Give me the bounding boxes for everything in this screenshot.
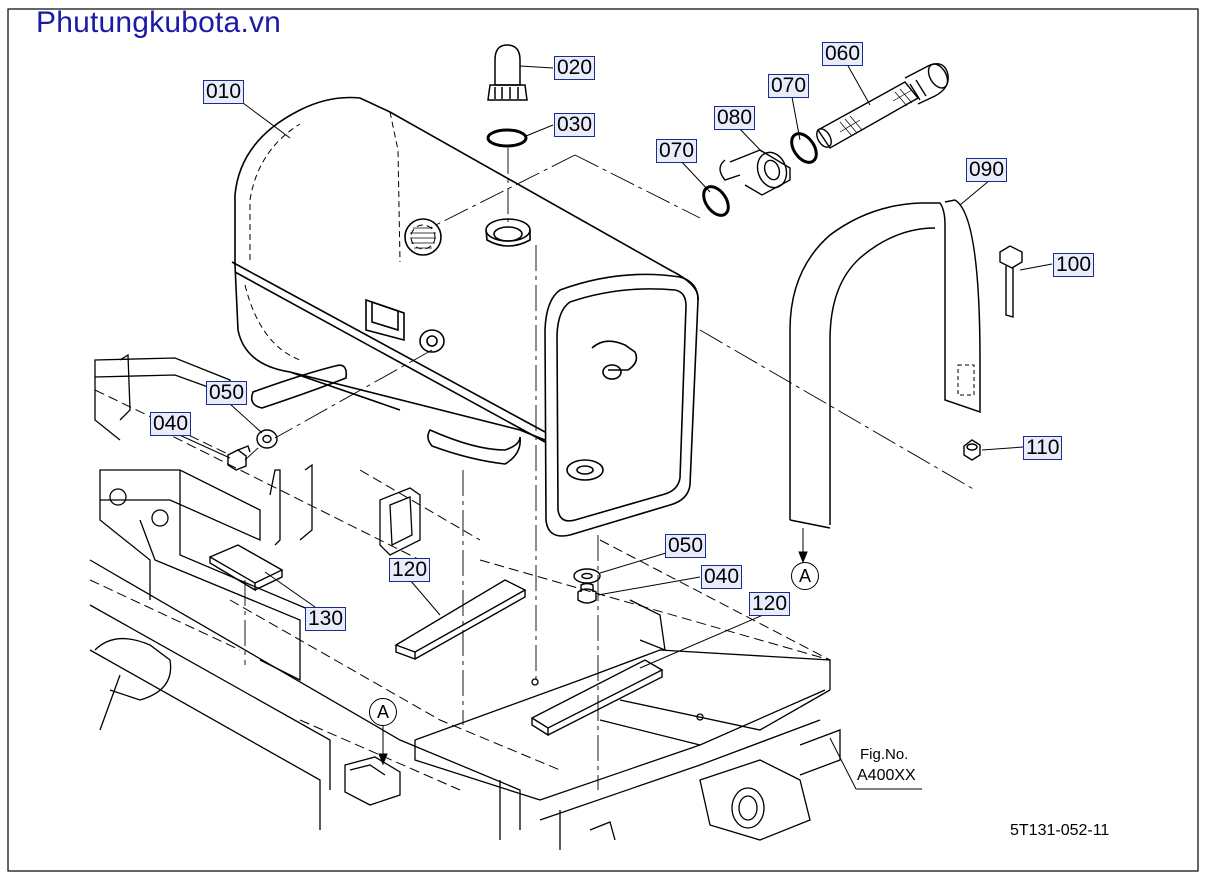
callout-080[interactable]: 080: [714, 106, 756, 130]
tank-strap-090: [789, 199, 981, 529]
callout-130[interactable]: 130: [305, 607, 347, 631]
watermark-brand: Phutungkubota.vn: [36, 6, 282, 39]
callout-120-left[interactable]: 120: [389, 558, 431, 582]
nut-110: [963, 439, 981, 461]
figure-label: Fig.No.: [860, 746, 909, 763]
fuel-tank-010: [231, 96, 699, 537]
reference-marker-a-right: A: [791, 562, 819, 590]
figure-number: A400XX: [857, 767, 916, 784]
callout-060[interactable]: 060: [822, 42, 864, 66]
callout-110[interactable]: 110: [1023, 436, 1063, 460]
callout-070-left[interactable]: 070: [656, 139, 698, 163]
cushion-120-left: [394, 579, 527, 661]
reference-arrows: [378, 528, 808, 766]
callout-040-right[interactable]: 040: [701, 565, 743, 589]
gauge-port-hatch: [410, 227, 436, 249]
bushing-080: [719, 149, 791, 196]
callout-090[interactable]: 090: [966, 158, 1008, 182]
o-ring-030: [486, 128, 528, 148]
frame-dashes: [89, 389, 831, 791]
drain-plug-040-left: [227, 445, 251, 471]
strainer-mesh: [839, 88, 913, 137]
cushion-130: [208, 544, 284, 592]
callout-050-left[interactable]: 050: [206, 381, 248, 405]
o-ring-070-left: [702, 185, 730, 217]
callout-120-right[interactable]: 120: [749, 592, 791, 616]
reference-marker-a-left: A: [369, 698, 397, 726]
callout-050-right[interactable]: 050: [665, 534, 707, 558]
fuel-cap-020: [487, 44, 528, 101]
strap-slot: [957, 364, 975, 396]
tank-hidden-lines: [244, 111, 436, 361]
drain-plug-040-right: [577, 582, 597, 604]
drawing-code: 5T131-052-11: [1010, 822, 1110, 839]
o-ring-070-right: [790, 132, 818, 164]
washer-050-right: [573, 568, 601, 584]
callout-020[interactable]: 020: [554, 56, 596, 80]
callout-030[interactable]: 030: [554, 113, 596, 137]
assembly-center-lines: [244, 148, 976, 790]
leader-lines: [174, 63, 1053, 790]
frame-border: [7, 8, 1199, 872]
strainer-060: [816, 63, 949, 149]
cushion-120-right: [530, 659, 664, 737]
chassis-frame: [89, 353, 841, 850]
callout-040-left[interactable]: 040: [150, 412, 192, 436]
callout-070-right[interactable]: 070: [768, 74, 810, 98]
callout-100[interactable]: 100: [1053, 253, 1095, 277]
washer-050-left: [256, 429, 278, 449]
callout-010[interactable]: 010: [203, 80, 245, 104]
bolt-100: [999, 245, 1023, 318]
